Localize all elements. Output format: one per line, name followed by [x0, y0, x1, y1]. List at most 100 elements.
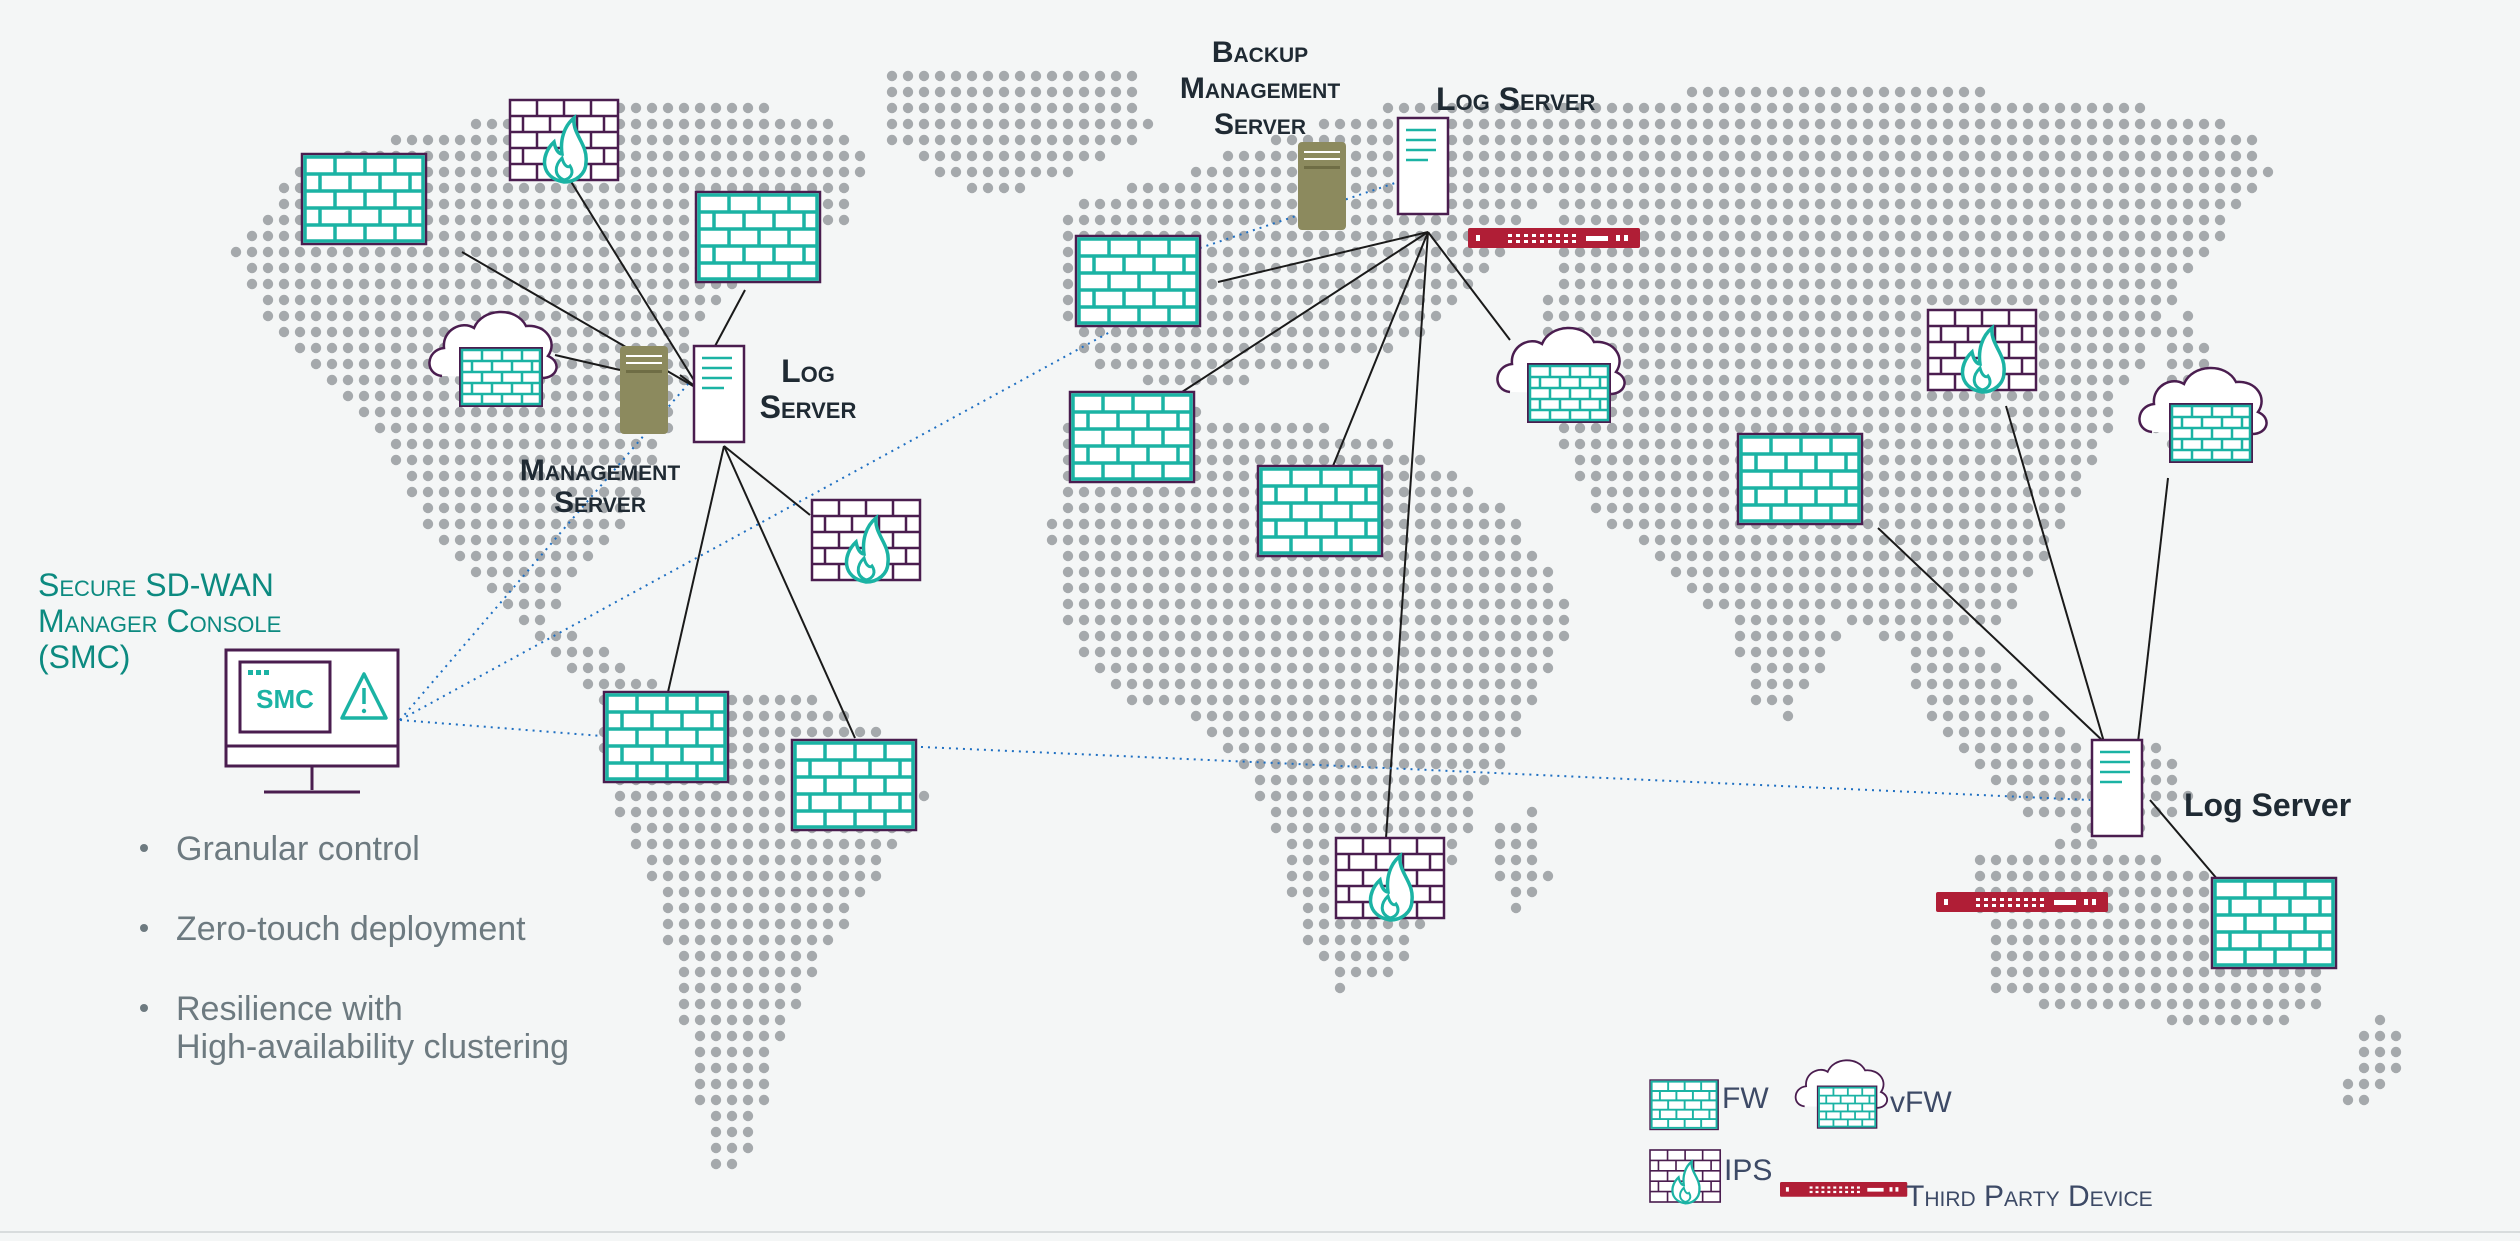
- map-dot: [2390, 1046, 2402, 1058]
- map-dot: [2054, 326, 2066, 338]
- map-dot: [1702, 86, 1714, 98]
- map-dot: [694, 1094, 706, 1106]
- map-dot: [1702, 310, 1714, 322]
- map-dot: [694, 294, 706, 306]
- map-dot: [822, 150, 834, 162]
- map-dot: [1142, 518, 1154, 530]
- map-dot: [1766, 534, 1778, 546]
- map-dot: [1142, 678, 1154, 690]
- map-dot: [566, 374, 578, 386]
- map-dot: [1910, 550, 1922, 562]
- ips-atlantic: [810, 498, 922, 584]
- map-dot: [2182, 134, 2194, 146]
- map-dot: [2246, 982, 2258, 994]
- map-dot: [630, 822, 642, 834]
- map-dot: [2118, 278, 2130, 290]
- map-dot: [1990, 582, 2002, 594]
- map-dot: [534, 262, 546, 274]
- map-dot: [1622, 262, 1634, 274]
- map-dot: [1014, 182, 1026, 194]
- map-dot: [1254, 358, 1266, 370]
- bullet-1: Granular control: [176, 830, 420, 868]
- map-dot: [806, 118, 818, 130]
- map-dot: [1382, 278, 1394, 290]
- map-dot: [1286, 630, 1298, 642]
- map-dot: [1734, 230, 1746, 242]
- map-dot: [1862, 390, 1874, 402]
- map-dot: [1638, 182, 1650, 194]
- map-dot: [1446, 118, 1458, 130]
- map-dot: [774, 902, 786, 914]
- map-dot: [2198, 150, 2210, 162]
- map-dot: [470, 470, 482, 482]
- map-dot: [1686, 502, 1698, 514]
- map-dot: [454, 470, 466, 482]
- map-dot: [710, 854, 722, 866]
- map-dot: [726, 1142, 738, 1154]
- map-dot: [1382, 950, 1394, 962]
- map-dot: [1190, 182, 1202, 194]
- map-dot: [1254, 182, 1266, 194]
- map-dot: [1158, 678, 1170, 690]
- map-dot: [1206, 518, 1218, 530]
- map-dot: [1830, 310, 1842, 322]
- map-dot: [1798, 390, 1810, 402]
- map-dot: [1510, 566, 1522, 578]
- map-dot: [2150, 134, 2162, 146]
- map-dot: [1814, 422, 1826, 434]
- map-dot: [2038, 358, 2050, 370]
- map-dot: [1334, 726, 1346, 738]
- map-dot: [1494, 118, 1506, 130]
- map-dot: [262, 278, 274, 290]
- map-dot: [1350, 198, 1362, 210]
- map-dot: [2166, 342, 2178, 354]
- map-dot: [1318, 422, 1330, 434]
- map-dot: [454, 230, 466, 242]
- map-dot: [1366, 710, 1378, 722]
- map-dot: [1174, 342, 1186, 354]
- map-dot: [1110, 342, 1122, 354]
- map-dot: [1798, 662, 1810, 674]
- map-dot: [2134, 294, 2146, 306]
- map-dot: [1302, 678, 1314, 690]
- map-dot: [438, 198, 450, 210]
- map-dot: [1382, 342, 1394, 354]
- map-dot: [1654, 294, 1666, 306]
- map-dot: [1702, 262, 1714, 274]
- map-dot: [454, 310, 466, 322]
- map-dot: [2230, 998, 2242, 1010]
- map-dot: [1350, 806, 1362, 818]
- map-dot: [1334, 774, 1346, 786]
- map-dot: [598, 486, 610, 498]
- map-dot: [1718, 118, 1730, 130]
- map-dot: [630, 470, 642, 482]
- legend-third-party-icon: [1780, 1182, 1908, 1197]
- map-dot: [998, 166, 1010, 178]
- map-dot: [646, 854, 658, 866]
- map-dot: [1190, 694, 1202, 706]
- map-dot: [998, 118, 1010, 130]
- map-dot: [1894, 406, 1906, 418]
- map-dot: [1926, 598, 1938, 610]
- map-dot: [1350, 662, 1362, 674]
- map-dot: [1270, 790, 1282, 802]
- map-dot: [1750, 422, 1762, 434]
- map-dot: [2038, 118, 2050, 130]
- map-dot: [1942, 246, 1954, 258]
- firewall-south-america-2: [790, 738, 918, 832]
- map-dot: [2134, 230, 2146, 242]
- label-mgmt-server-1: Management: [520, 454, 680, 487]
- map-dot: [1846, 374, 1858, 386]
- map-dot: [1542, 182, 1554, 194]
- map-dot: [694, 950, 706, 962]
- map-dot: [1766, 198, 1778, 210]
- map-dot: [582, 294, 594, 306]
- map-dot: [2022, 550, 2034, 562]
- map-dot: [1670, 294, 1682, 306]
- legend-vfw-icon: [1794, 1059, 1889, 1129]
- map-dot: [1558, 422, 1570, 434]
- map-dot: [1830, 326, 1842, 338]
- map-dot: [1686, 326, 1698, 338]
- map-dot: [1382, 934, 1394, 946]
- map-dot: [1926, 550, 1938, 562]
